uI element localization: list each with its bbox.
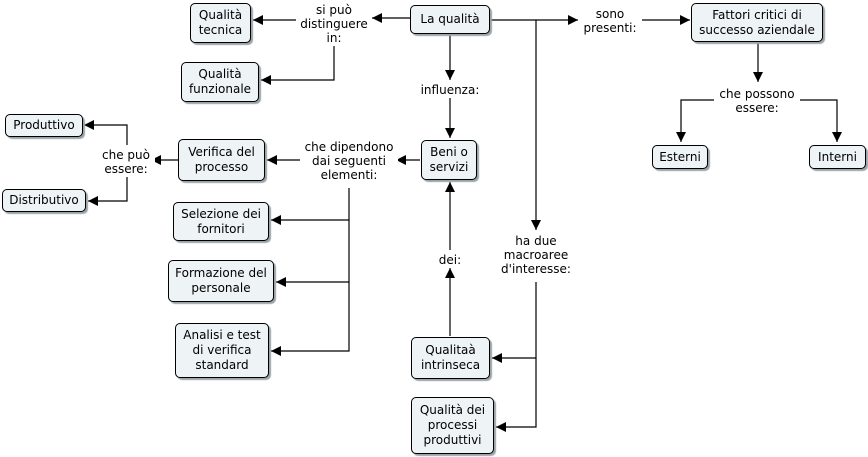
connector-possono-esterni (676, 99, 714, 142)
concept-selezione-fornitori[interactable]: Selezione dei fornitori (173, 202, 269, 241)
concept-qualita-processi[interactable]: Qualità dei processi produttivi (411, 397, 494, 454)
link-che-possono-essere: che possono essere: (714, 86, 800, 116)
connector-macroaree-intrinseca (492, 282, 537, 363)
link-si-puo-distinguere: si può distinguere in: (296, 2, 372, 46)
connector-puo-distributivo (88, 177, 128, 206)
concept-qualita-funzionale[interactable]: Qualità funzionale (181, 62, 259, 102)
concept-distributivo[interactable]: Distributivo (2, 189, 86, 212)
concept-verifica-processo[interactable]: Verifica del processo (178, 139, 265, 181)
link-sono-presenti: sono presenti: (578, 6, 642, 36)
connector-dipendono-formazione (276, 220, 350, 287)
concept-beni-servizi[interactable]: Beni o servizi (421, 140, 477, 180)
link-ha-due-macroaree: ha due macroaree d'interesse: (494, 232, 578, 278)
connector-dipendono-analisi (271, 282, 350, 356)
concept-interni[interactable]: Interni (809, 145, 866, 169)
concept-qualita-tecnica[interactable]: Qualità tecnica (190, 3, 251, 43)
concept-qualitaa-intrinseca[interactable]: Qualitaà intrinseca (411, 337, 490, 379)
concept-formazione-personale[interactable]: Formazione del personale (168, 260, 274, 302)
concept-analisi-test[interactable]: Analisi e test di verifica standard (175, 323, 269, 378)
connector-macroaree-processi (496, 358, 537, 432)
concept-produttivo[interactable]: Produttivo (5, 114, 83, 137)
connector-distinguere-funzionale (261, 45, 335, 85)
concept-esterni[interactable]: Esterni (652, 145, 708, 169)
connector-dipendono-selezione (271, 188, 350, 225)
concept-la-qualita[interactable]: La qualità (410, 5, 490, 34)
link-che-puo-essere: che può essere: (97, 147, 155, 177)
connector-puo-produttivo (84, 120, 128, 145)
link-dei: dei: (434, 252, 466, 268)
concept-fattori-critici[interactable]: Fattori critici di successo aziendale (691, 3, 823, 42)
connector-possono-interni (800, 99, 842, 142)
link-che-dipendono: che dipendono dai seguenti elementi: (300, 138, 398, 184)
link-influenza: influenza: (416, 82, 484, 98)
